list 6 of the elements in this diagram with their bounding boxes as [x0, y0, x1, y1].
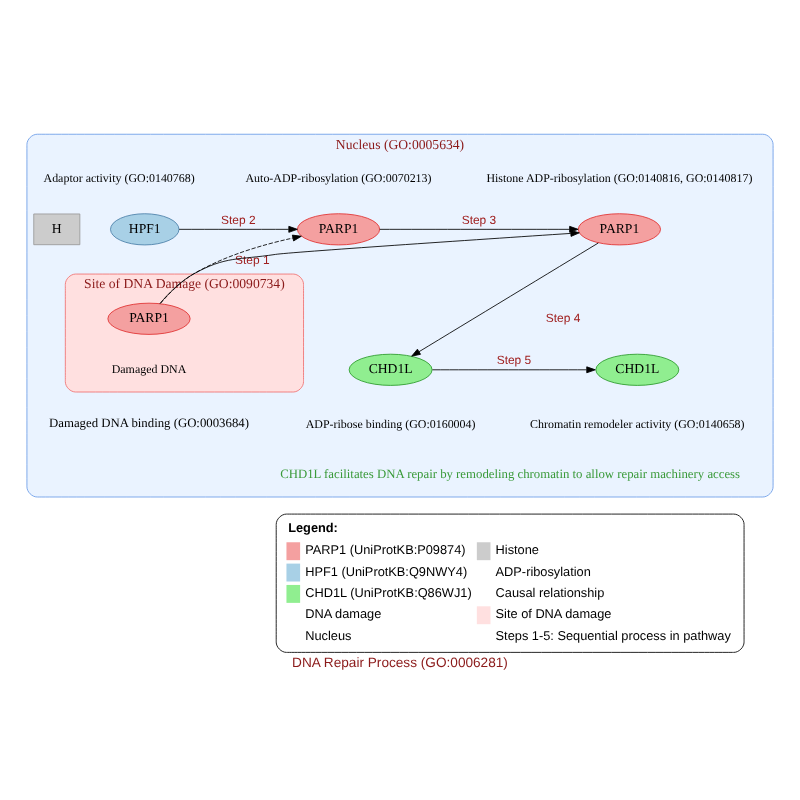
- arrow: [432, 365, 596, 373]
- arrow: [379, 224, 579, 232]
- arrow: [159, 229, 580, 304]
- arrow: [411, 241, 599, 356]
- arrow: [160, 233, 302, 303]
- arrow: [178, 224, 298, 232]
